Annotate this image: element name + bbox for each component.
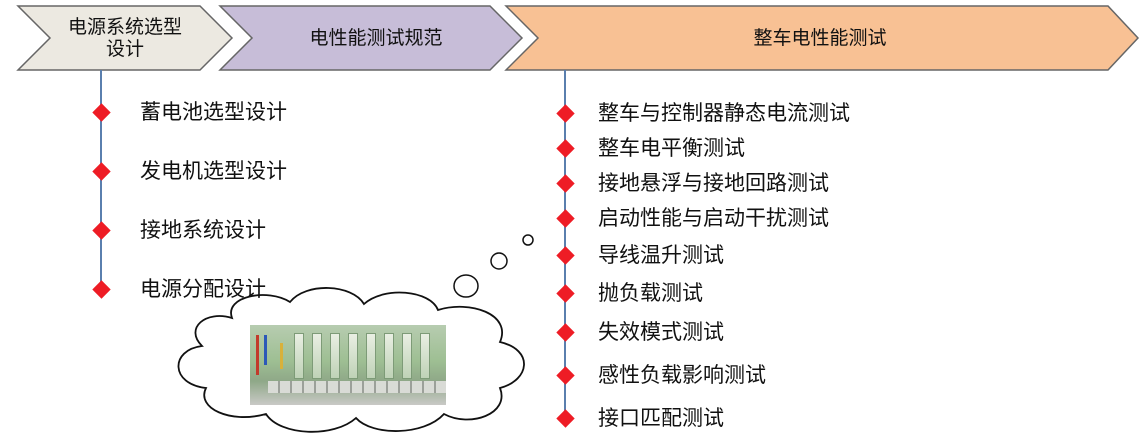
right-item: 接口匹配测试 <box>598 406 724 430</box>
left-item: 电源分配设计 <box>140 277 266 301</box>
right-item: 接地悬浮与接地回路测试 <box>598 171 829 195</box>
thought-bubble-small <box>522 234 534 246</box>
stage-3-label: 整车电性能测试 <box>753 27 887 49</box>
stage-3-chevron <box>504 5 1140 71</box>
left-item: 发电机选型设计 <box>140 159 287 183</box>
junction-box-photo <box>250 325 446 405</box>
left-item: 蓄电池选型设计 <box>140 100 287 124</box>
stage-2-chevron <box>218 5 524 71</box>
right-item: 抛负载测试 <box>598 281 703 305</box>
right-connector-line <box>564 70 566 420</box>
right-item: 整车电平衡测试 <box>598 136 745 160</box>
thought-bubble-large <box>453 274 479 298</box>
right-item: 启动性能与启动干扰测试 <box>598 206 829 230</box>
stage-1-label: 电源系统选型 设计 <box>67 16 182 60</box>
stage-1-chevron <box>16 5 234 71</box>
thought-bubble-medium <box>490 252 508 270</box>
right-item: 导线温升测试 <box>598 243 724 267</box>
right-item: 整车与控制器静态电流测试 <box>598 101 850 125</box>
right-item: 感性负载影响测试 <box>598 363 766 387</box>
right-item: 失效模式测试 <box>598 320 724 344</box>
left-item: 接地系统设计 <box>140 218 266 242</box>
stage-2-label: 电性能测试规范 <box>309 27 443 49</box>
